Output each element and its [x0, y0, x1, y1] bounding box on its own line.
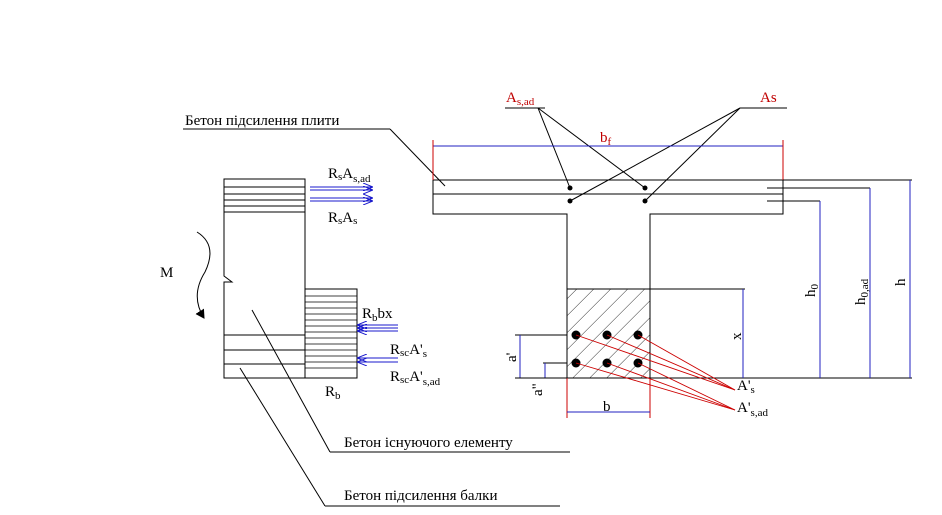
rb-bx-label: Rbbx: [362, 306, 393, 324]
x-label: x: [729, 332, 745, 340]
rsc-as-ad-prime-label: RscA's,ad: [390, 369, 441, 388]
slab-strengthening-label: Бетон підсилення плити: [185, 113, 339, 129]
existing-element-label: Бетон існуючого елементу: [344, 435, 513, 451]
as-ad-callout: As,ad: [506, 90, 535, 108]
beam-strengthening-label: Бетон підсилення балки: [344, 488, 498, 504]
bf-dimension: [432, 140, 784, 180]
rs-as-label: RsAs: [328, 210, 357, 227]
stress-diagram: M RsAs,ad RsAs Rbbx RscA's RscA's,ad Rb: [160, 166, 441, 402]
a-dprime-label: a": [530, 383, 546, 396]
rb-label: Rb: [325, 384, 341, 402]
moment-label: M: [160, 265, 173, 281]
as-prime-callout: A's: [737, 378, 755, 396]
h0ad-label: h0,ad: [853, 278, 871, 305]
top-callouts: [505, 107, 787, 202]
beam-layer-lines: [224, 334, 305, 365]
as-ad-prime-callout: A's,ad: [737, 400, 768, 419]
slab-layer-lines: [224, 186, 305, 213]
moment-arrow: [195, 231, 211, 319]
a-prime-label: a': [504, 352, 520, 362]
rs-as-ad-label: RsAs,ad: [328, 166, 371, 185]
t-section: [432, 145, 784, 379]
b-label: b: [603, 399, 611, 415]
h-label: h: [893, 278, 909, 286]
rsc-as-prime-label: RscA's: [390, 342, 427, 360]
compression-arrows: [358, 325, 398, 362]
existing-element-outline: [223, 178, 306, 379]
leaders: [183, 128, 570, 507]
bf-label: bf: [600, 130, 612, 148]
as-callout: As: [760, 90, 777, 106]
height-dimensions: [650, 179, 912, 379]
cover-dimensions: [515, 334, 567, 379]
h0-label: h0: [803, 284, 821, 298]
bottom-callout-lines: [575, 334, 736, 411]
tension-arrows: [310, 187, 372, 201]
compression-zone-hatch: [305, 295, 357, 369]
